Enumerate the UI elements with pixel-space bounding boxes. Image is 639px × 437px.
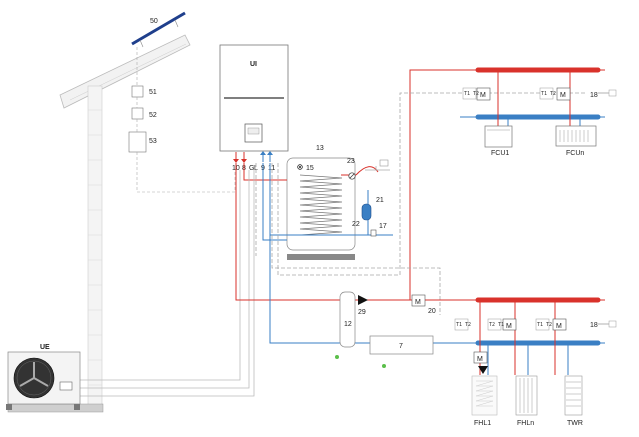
buffer-tank bbox=[339, 291, 356, 348]
label-21: 21 bbox=[376, 197, 384, 204]
twr-unit bbox=[564, 375, 583, 416]
sensor-18-top bbox=[598, 89, 617, 97]
terminal-l: L bbox=[254, 165, 258, 172]
indoor-unit bbox=[219, 44, 289, 152]
fhln-unit bbox=[515, 375, 538, 416]
lower-valve-3 bbox=[473, 351, 488, 364]
fcu-valve-2 bbox=[556, 87, 571, 101]
label-50: 50 bbox=[150, 18, 158, 25]
indoor-unit-label: UI bbox=[250, 61, 257, 68]
thermostat-5-label: T1 T2 bbox=[537, 322, 552, 328]
lower-valve-1 bbox=[502, 318, 517, 331]
fhl1-label: FHL1 bbox=[474, 420, 491, 427]
lower-valve-2-mark: M bbox=[556, 323, 562, 330]
thermostat-3-label: T1 T2 bbox=[456, 322, 471, 328]
sensor-18-bottom bbox=[598, 320, 617, 328]
label-23: 23 bbox=[347, 158, 355, 165]
sensor-dot-2 bbox=[382, 364, 386, 368]
valve-17 bbox=[370, 229, 377, 237]
label-7: 7 bbox=[399, 343, 403, 350]
label-51: 51 bbox=[149, 89, 157, 96]
twr-label: TWR bbox=[567, 420, 583, 427]
component-7 bbox=[369, 335, 434, 355]
lower-circuit-pipes bbox=[236, 235, 605, 375]
thermostat-5 bbox=[535, 318, 550, 331]
lower-valve-2 bbox=[552, 318, 567, 331]
mixing-valve bbox=[348, 172, 356, 180]
fcu1-unit bbox=[484, 125, 513, 148]
fcun-unit bbox=[555, 125, 597, 147]
thermostat-1-label: T1 T2 bbox=[464, 91, 479, 97]
thermostat-3 bbox=[454, 318, 469, 331]
label-15: 15 bbox=[306, 165, 314, 172]
label-17: 17 bbox=[379, 223, 387, 230]
electrical-devices bbox=[128, 47, 236, 193]
fcu-valve-1 bbox=[476, 87, 491, 101]
fhl1-unit bbox=[471, 375, 498, 416]
lower-valve-3-mark: M bbox=[477, 356, 483, 363]
thermostat-2-label: T1 T2 bbox=[541, 91, 556, 97]
fhln-label: FHLn bbox=[517, 420, 534, 427]
valve-20-mark: M bbox=[415, 299, 421, 306]
lower-valve-1-mark: M bbox=[506, 323, 512, 330]
label-53: 53 bbox=[149, 138, 157, 145]
sensor-dot-1 bbox=[335, 355, 339, 359]
label-52: 52 bbox=[149, 112, 157, 119]
label-12: 12 bbox=[344, 321, 352, 328]
fcu1-label: FCU1 bbox=[491, 150, 509, 157]
label-22: 22 bbox=[352, 221, 360, 228]
thermostat-1 bbox=[462, 87, 477, 100]
label-29: 29 bbox=[358, 309, 366, 316]
label-18-top: 18 bbox=[590, 92, 598, 99]
fcun-label: FCUn bbox=[566, 150, 584, 157]
fan-coil-circuit bbox=[410, 67, 605, 126]
solar-panel bbox=[131, 11, 186, 48]
faucet-icon bbox=[365, 159, 390, 171]
thermostat-4 bbox=[487, 318, 502, 331]
pump-icon bbox=[358, 295, 368, 305]
fcu-valve-1-mark: M bbox=[480, 92, 486, 99]
thermostat-4-label: T2 T1 bbox=[489, 322, 504, 328]
label-13: 13 bbox=[316, 145, 324, 152]
valve-20 bbox=[411, 294, 426, 307]
unit-flow-arrows bbox=[233, 151, 273, 163]
terminal-g: G bbox=[249, 165, 254, 172]
dhw-tank bbox=[286, 157, 356, 260]
fhl-pump-icon bbox=[478, 366, 488, 374]
house-structure bbox=[7, 34, 191, 413]
fcu-valve-2-mark: M bbox=[560, 92, 566, 99]
label-20: 20 bbox=[428, 308, 436, 315]
thermostat-2 bbox=[539, 87, 554, 100]
expansion-vessel bbox=[361, 203, 372, 221]
terminal-11: 11 bbox=[268, 165, 275, 172]
outdoor-unit-label: UE bbox=[40, 344, 50, 351]
outdoor-unit bbox=[6, 351, 81, 410]
outdoor-cables bbox=[80, 170, 255, 397]
label-18-bottom: 18 bbox=[590, 322, 598, 329]
